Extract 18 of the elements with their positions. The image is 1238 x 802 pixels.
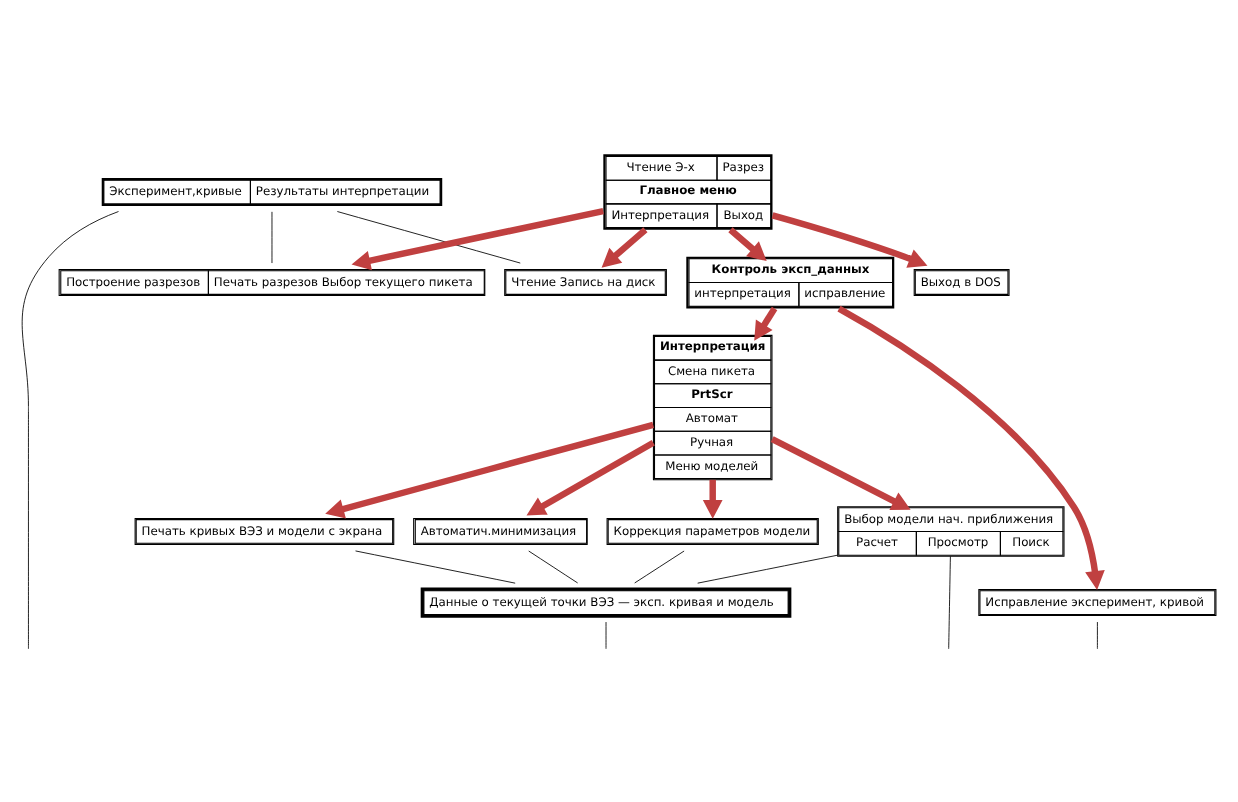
connector: [336, 210, 521, 263]
connector: [355, 549, 516, 583]
arrow: [754, 305, 778, 340]
connector: [697, 553, 838, 583]
arrow: [325, 420, 655, 518]
arrow: [837, 304, 1105, 589]
connector: [634, 549, 685, 583]
arrow: [770, 435, 911, 510]
connector: [1096, 620, 1098, 649]
connector: [21, 210, 119, 649]
arrow: [728, 226, 767, 261]
arrow: [702, 478, 723, 518]
arrow: [771, 211, 928, 267]
connector: [948, 554, 951, 649]
connector: [528, 549, 579, 583]
arrow: [351, 206, 604, 270]
arrow: [601, 226, 648, 267]
arrow: [526, 438, 655, 515]
